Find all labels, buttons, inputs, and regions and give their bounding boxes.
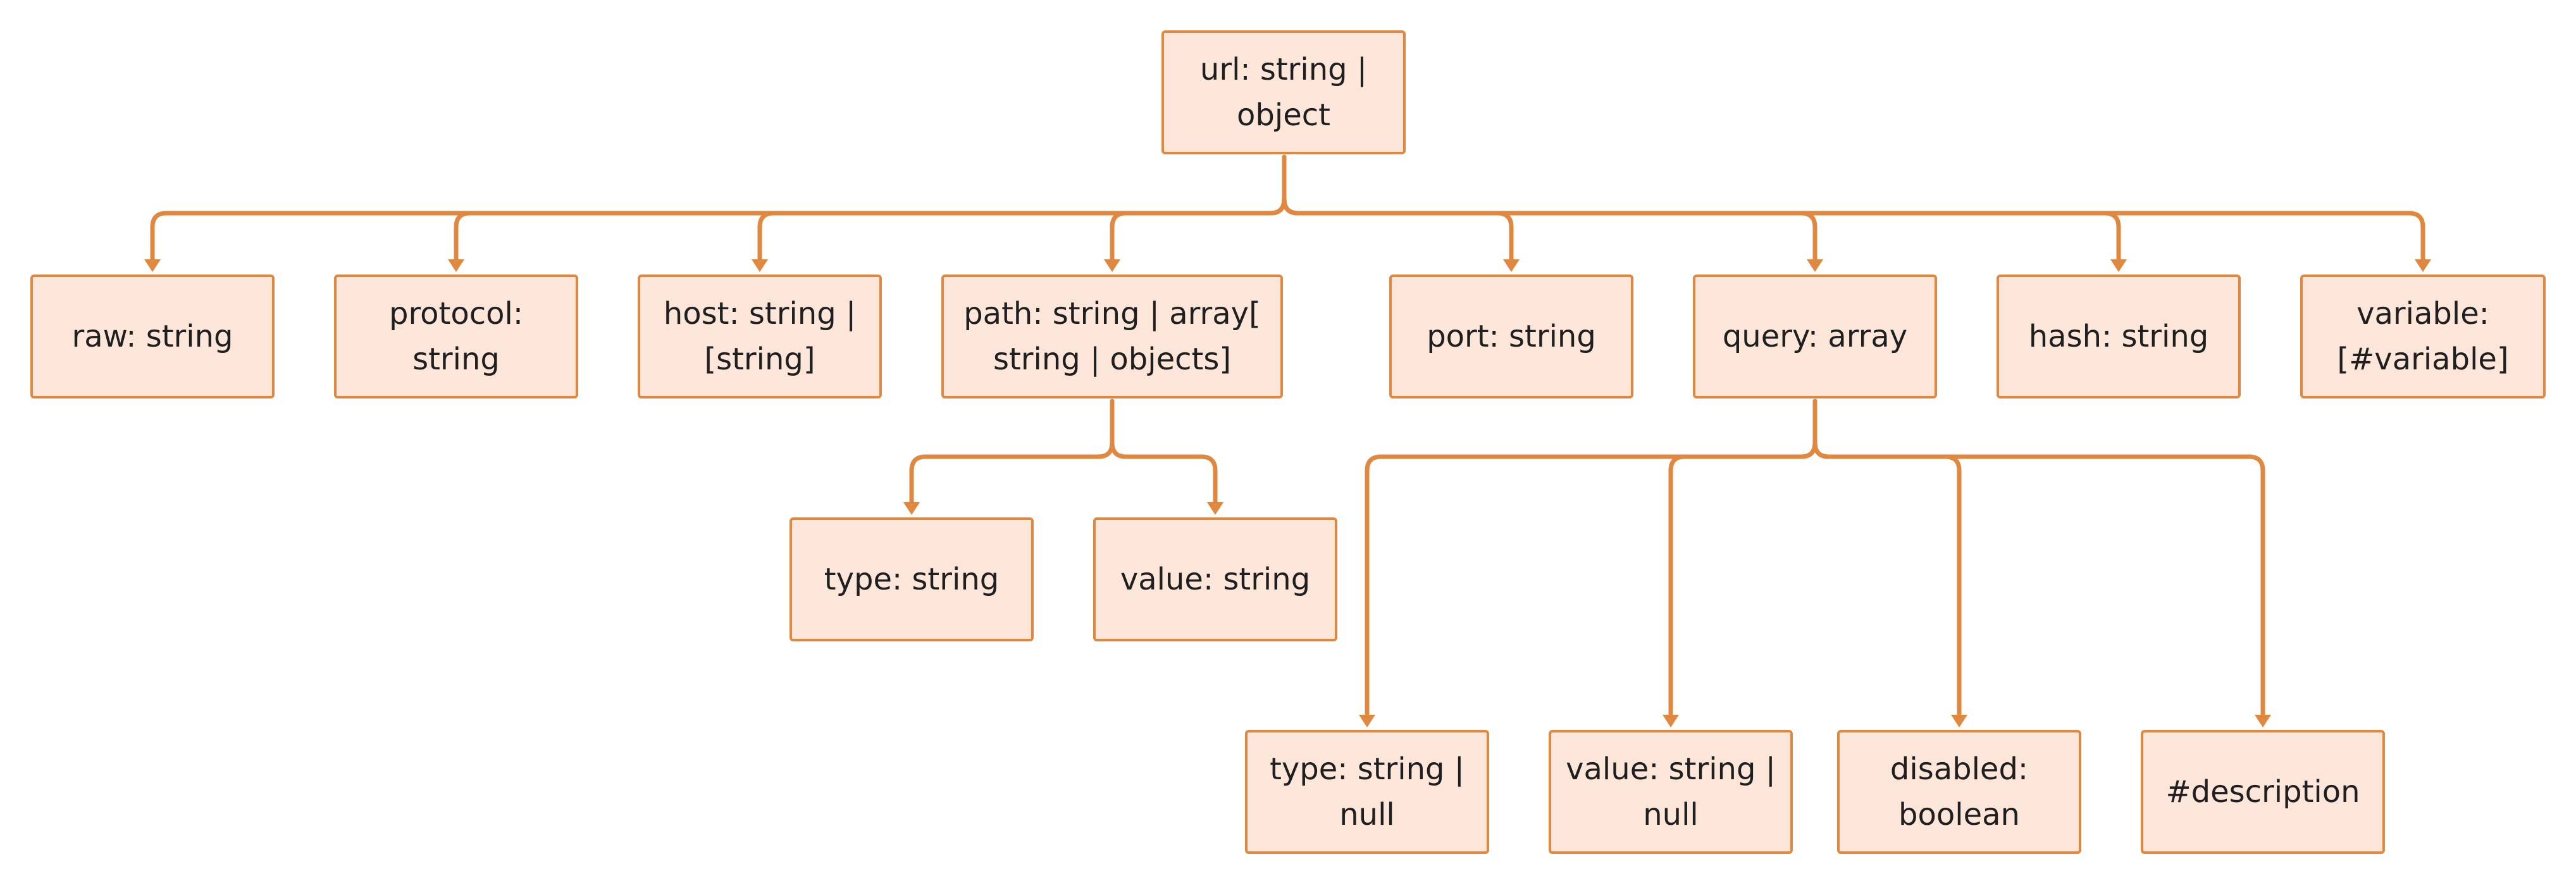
node-host: host: string | [string]: [638, 275, 882, 398]
node-url: url: string | object: [1161, 30, 1406, 154]
edge-url-branch-2: [757, 197, 1287, 263]
node-path-type: type: string: [790, 517, 1034, 641]
node-query-description: #description: [2141, 730, 2385, 854]
node-query-value: value: string | null: [1549, 730, 1793, 854]
edge-path-branch-1: [1110, 440, 1218, 506]
node-hash-label: hash: string: [2028, 319, 2209, 354]
node-query-type: type: string | null: [1245, 730, 1489, 854]
edge-url-arrowhead-4: [1503, 259, 1520, 272]
edge-url-arrowhead-5: [1807, 259, 1823, 272]
node-query: query: array: [1693, 275, 1937, 398]
edge-url-arrowhead-0: [144, 259, 161, 272]
node-url-label: url: string | object: [1199, 52, 1368, 133]
edge-query-branch-1: [1668, 440, 1817, 719]
edge-url-arrowhead-2: [752, 259, 768, 272]
edge-query-arrowhead-1: [1663, 715, 1679, 727]
node-query-description-label: #description: [2165, 774, 2360, 810]
edge-query-arrowhead-0: [1359, 715, 1375, 727]
edge-path-branch-0: [909, 440, 1115, 506]
node-query-disabled: disabled: boolean: [1837, 730, 2081, 854]
edge-url-arrowhead-6: [2110, 259, 2127, 272]
node-host-label: host: string | [string]: [663, 296, 857, 377]
node-query-type-label: type: string | null: [1270, 751, 1464, 832]
edge-query-arrowhead-3: [2255, 715, 2271, 727]
node-path-type-label: type: string: [824, 562, 1000, 597]
node-port-label: port: string: [1427, 319, 1596, 354]
node-port: port: string: [1389, 275, 1633, 398]
edge-url-arrowhead-1: [448, 259, 464, 272]
node-raw-label: raw: string: [71, 319, 233, 354]
edge-path-arrowhead-1: [1207, 502, 1223, 515]
node-variable-label: variable: [#variable]: [2337, 296, 2509, 377]
node-raw: raw: string: [30, 275, 275, 398]
node-protocol-label: protocol: string: [389, 296, 523, 377]
edge-url-branch-5: [1282, 197, 1817, 263]
node-path: path: string | array[ string | objects]: [941, 275, 1283, 398]
node-path-value: value: string: [1093, 517, 1337, 641]
edge-query-arrowhead-2: [1951, 715, 1967, 727]
edge-query-branch-3: [1812, 440, 2265, 719]
edge-url-branch-0: [150, 197, 1287, 263]
edge-url-branch-4: [1282, 197, 1514, 263]
node-hash: hash: string: [1997, 275, 2241, 398]
edge-url-branch-6: [1282, 197, 2121, 263]
edge-url-branch-1: [454, 197, 1287, 263]
edge-query-branch-0: [1365, 440, 1817, 719]
node-variable: variable: [#variable]: [2300, 275, 2546, 398]
edge-path-arrowhead-0: [903, 502, 920, 515]
edge-url-arrowhead-3: [1104, 259, 1120, 272]
node-query-label: query: array: [1722, 319, 1908, 354]
node-path-value-label: value: string: [1120, 562, 1311, 597]
edge-query-branch-2: [1812, 440, 1962, 719]
node-query-value-label: value: string | null: [1566, 751, 1776, 832]
edge-url-branch-3: [1110, 197, 1287, 263]
node-path-label: path: string | array[ string | objects]: [963, 296, 1261, 377]
edge-url-branch-7: [1282, 197, 2425, 263]
edge-url-arrowhead-7: [2415, 259, 2431, 272]
node-query-disabled-label: disabled: boolean: [1890, 751, 2029, 832]
node-protocol: protocol: string: [334, 275, 578, 398]
